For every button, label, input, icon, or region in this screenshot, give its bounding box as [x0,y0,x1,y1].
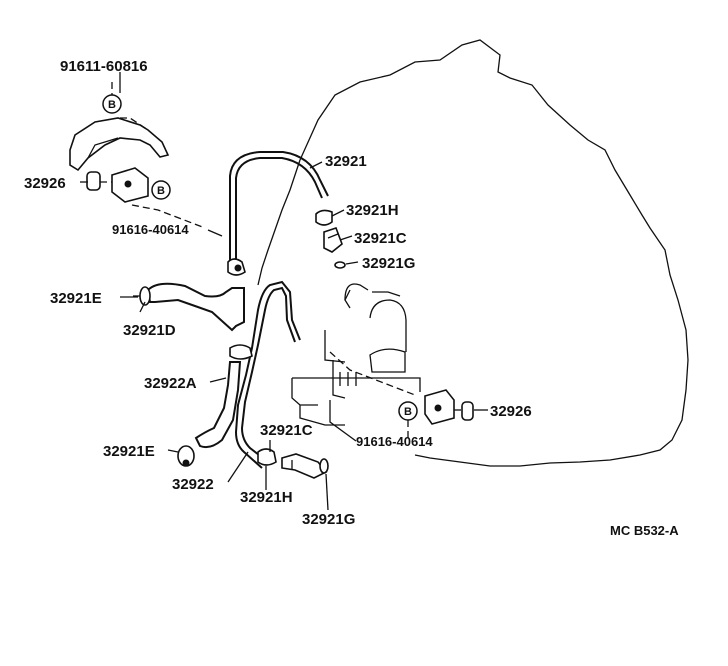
hose-32922a [194,361,242,449]
label-32921d: 32921D [123,322,176,339]
label-32926-right: 32926 [490,403,532,420]
pipe-32922 [234,280,301,469]
ring-32921g-top [334,261,346,269]
label-32921h-bottom: 32921H [240,489,293,506]
label-32922a: 32922A [144,375,197,392]
bolt-badge-top: B [102,94,122,114]
label-91611-60816: 91611-60816 [60,58,148,75]
label-32921h-top: 32921H [346,202,399,219]
fitting-32921h-bottom [257,448,277,466]
label-91616-40614-left: 91616-40614 [112,222,189,237]
leader-lines [80,72,488,511]
pipe-32921 [235,157,323,260]
label-32926-left: 32926 [24,175,66,192]
fitting-32921c-bottom [281,453,328,479]
hose-clamp-32922a-top [229,344,253,360]
left-clamp-plate [111,167,149,203]
right-clamp-plate [424,389,455,425]
label-32921c-top: 32921C [354,230,407,247]
fitting-32921h-top [315,209,333,226]
transmission-housing-outline [299,39,689,467]
pipe-clamp-top [227,258,246,276]
left-bracket [69,117,170,172]
ring-32921g-bottom [319,458,329,474]
svg-text:B: B [404,406,412,418]
figure-code: MC B532-A [610,523,679,538]
housing-lower-details [291,283,421,426]
guide-bolt-lower [131,204,206,229]
label-91616-40614-right: 91616-40614 [356,434,433,449]
label-32921e-bottom: 32921E [103,443,155,460]
hose-32921d [146,282,245,332]
svg-text:B: B [108,99,116,111]
label-32921g-bottom: 32921G [302,511,355,528]
svg-text:B: B [157,185,165,197]
fitting-32921c-top [323,226,343,253]
label-32921e-top: 32921E [50,290,102,307]
hose-clamp-32921e-bottom [177,445,195,467]
bolt-badge-right: B [398,401,418,421]
label-32921c-bottom: 32921C [260,422,313,439]
label-32921: 32921 [325,153,367,170]
bolt-badge-left: B [151,180,171,200]
housing-left-edge [257,159,301,286]
spacer-32926-left [86,171,101,191]
guide-bolt-mid [120,117,149,131]
label-32921g-top: 32921G [362,255,415,272]
guide-right-bolt [329,351,416,396]
label-32922: 32922 [172,476,214,493]
spacer-32926-right [461,401,474,421]
hose-clamp-32921e-top [133,286,151,306]
